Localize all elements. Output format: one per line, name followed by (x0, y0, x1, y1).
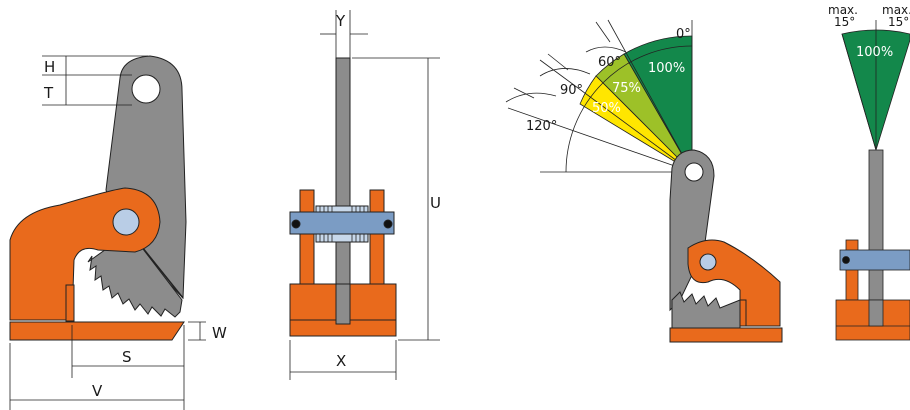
side-max-right-top: max. (882, 3, 910, 17)
clamp-front-view (289, 57, 397, 337)
front-nut-left (291, 219, 301, 229)
angle-label-90: 90° (560, 83, 583, 98)
sector-50 (579, 75, 693, 173)
front-nut-right (383, 219, 393, 229)
dimension-label-w: W (212, 324, 227, 342)
clamp-tilted-view (669, 149, 783, 343)
side-max-right-bottom: 15° (888, 15, 909, 29)
front-side-plate-left (299, 189, 315, 285)
front-dimension-lines (289, 10, 440, 380)
sector-label-75: 75% (612, 81, 641, 96)
angle-guides (505, 19, 693, 173)
dimension-label-h: H (44, 58, 55, 76)
front-axle (289, 211, 395, 235)
clamp-shackle-hole (131, 74, 161, 104)
dimension-label-y: Y (335, 12, 346, 30)
dimension-label-t: T (43, 84, 54, 102)
sector-label-100: 100% (648, 61, 685, 76)
side-view-capacity (835, 20, 910, 341)
clamp-pivot-bolt (112, 208, 140, 236)
left-dimension-lines (9, 55, 206, 410)
dimension-label-u: U (430, 194, 441, 212)
angle-label-120: 120° (526, 119, 557, 134)
front-side-plate-right (369, 189, 385, 285)
side-capacity-label: 100% (856, 45, 893, 60)
dimension-label-x: X (336, 352, 346, 370)
angle-label-0: 0° (676, 27, 691, 42)
clamp-base-plate (9, 321, 185, 341)
dimension-label-v: V (92, 382, 103, 400)
angle-label-60: 60° (598, 55, 621, 70)
capacity-sectors (579, 35, 693, 174)
dimension-label-s: S (122, 348, 132, 366)
clamp-side-view (9, 55, 187, 341)
clamp-tab (65, 284, 75, 322)
side-max-left-bottom: 15° (834, 15, 855, 29)
side-max-left-top: max. (828, 3, 858, 17)
clamp-cam-teeth (87, 231, 183, 318)
sector-label-50: 50% (592, 101, 621, 116)
